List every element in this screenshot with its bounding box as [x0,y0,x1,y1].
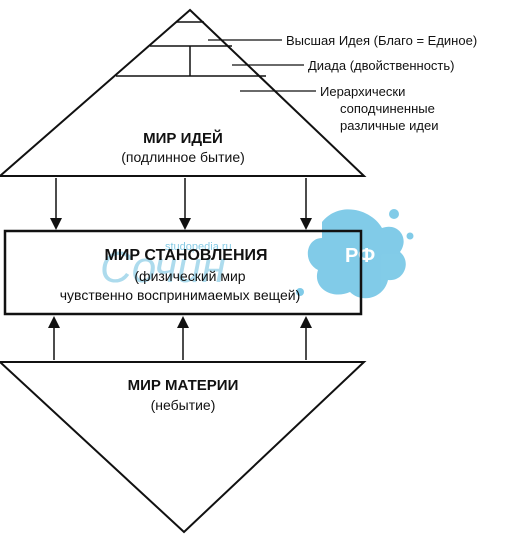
hierarchy-label-line3: различные идеи [340,118,438,133]
ideas-title: МИР ИДЕЙ [143,129,223,147]
matter-subtitle: (небытие) [151,397,216,413]
ideas-subtitle: (подлинное бытие) [121,149,245,165]
becoming-line2: чувственно воспринимаемых вещей) [60,287,300,303]
becoming-line1: (физический мир [134,268,245,284]
highest-idea-label: Высшая Идея (Благо = Единое) [286,33,477,48]
dyad-label: Диада (двойственность) [308,58,454,73]
matter-triangle [0,361,367,534]
matter-title: МИР МАТЕРИИ [128,377,239,394]
becoming-title: МИР СТАНОВЛЕНИЯ [104,247,267,264]
becoming-box [3,229,363,316]
hierarchy-label-line1: Иерархически [320,84,405,99]
hierarchy-label-line2: соподчиненные [340,101,435,116]
watermark-site-text: studopedia.ru [165,241,232,253]
watermark-script-text: Сочин [100,243,226,292]
ideas-triangle [0,8,367,177]
